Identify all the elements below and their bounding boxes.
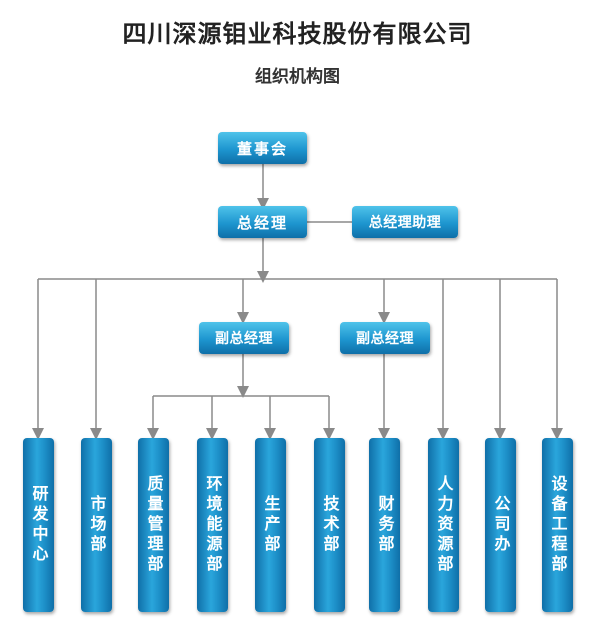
dept-production: 生产部 <box>255 438 286 612</box>
dept-label: 财务部 <box>375 495 395 555</box>
gm-assistant-box: 总经理助理 <box>352 206 458 238</box>
dept-hr: 人力资源部 <box>428 438 459 612</box>
dept-rd-center: 研发中心 <box>23 438 54 612</box>
dept-label: 质量管理部 <box>144 475 164 575</box>
chart-subtitle: 组织机构图 <box>255 67 340 87</box>
dept-environment-energy: 环境能源部 <box>197 438 228 612</box>
dept-label: 技术部 <box>320 495 340 555</box>
dept-marketing: 市场部 <box>81 438 112 612</box>
dept-label: 市场部 <box>87 495 107 555</box>
vice-gm-left-box: 副总经理 <box>199 322 289 354</box>
dept-label: 生产部 <box>261 495 281 555</box>
dept-label: 公司办 <box>491 495 511 555</box>
dept-office: 公司办 <box>485 438 516 612</box>
dept-label: 设备工程部 <box>548 475 568 575</box>
dept-label: 人力资源部 <box>434 475 454 575</box>
company-title: 四川深源钼业科技股份有限公司 <box>122 19 473 48</box>
board-box: 董事会 <box>218 132 307 164</box>
dept-technology: 技术部 <box>314 438 345 612</box>
dept-label: 环境能源部 <box>203 475 223 575</box>
dept-label: 研发中心 <box>29 485 49 565</box>
dept-finance: 财务部 <box>369 438 400 612</box>
dept-equipment-engineering: 设备工程部 <box>542 438 573 612</box>
vice-gm-right-box: 副总经理 <box>340 322 430 354</box>
general-manager-box: 总经理 <box>218 206 307 238</box>
dept-quality: 质量管理部 <box>138 438 169 612</box>
